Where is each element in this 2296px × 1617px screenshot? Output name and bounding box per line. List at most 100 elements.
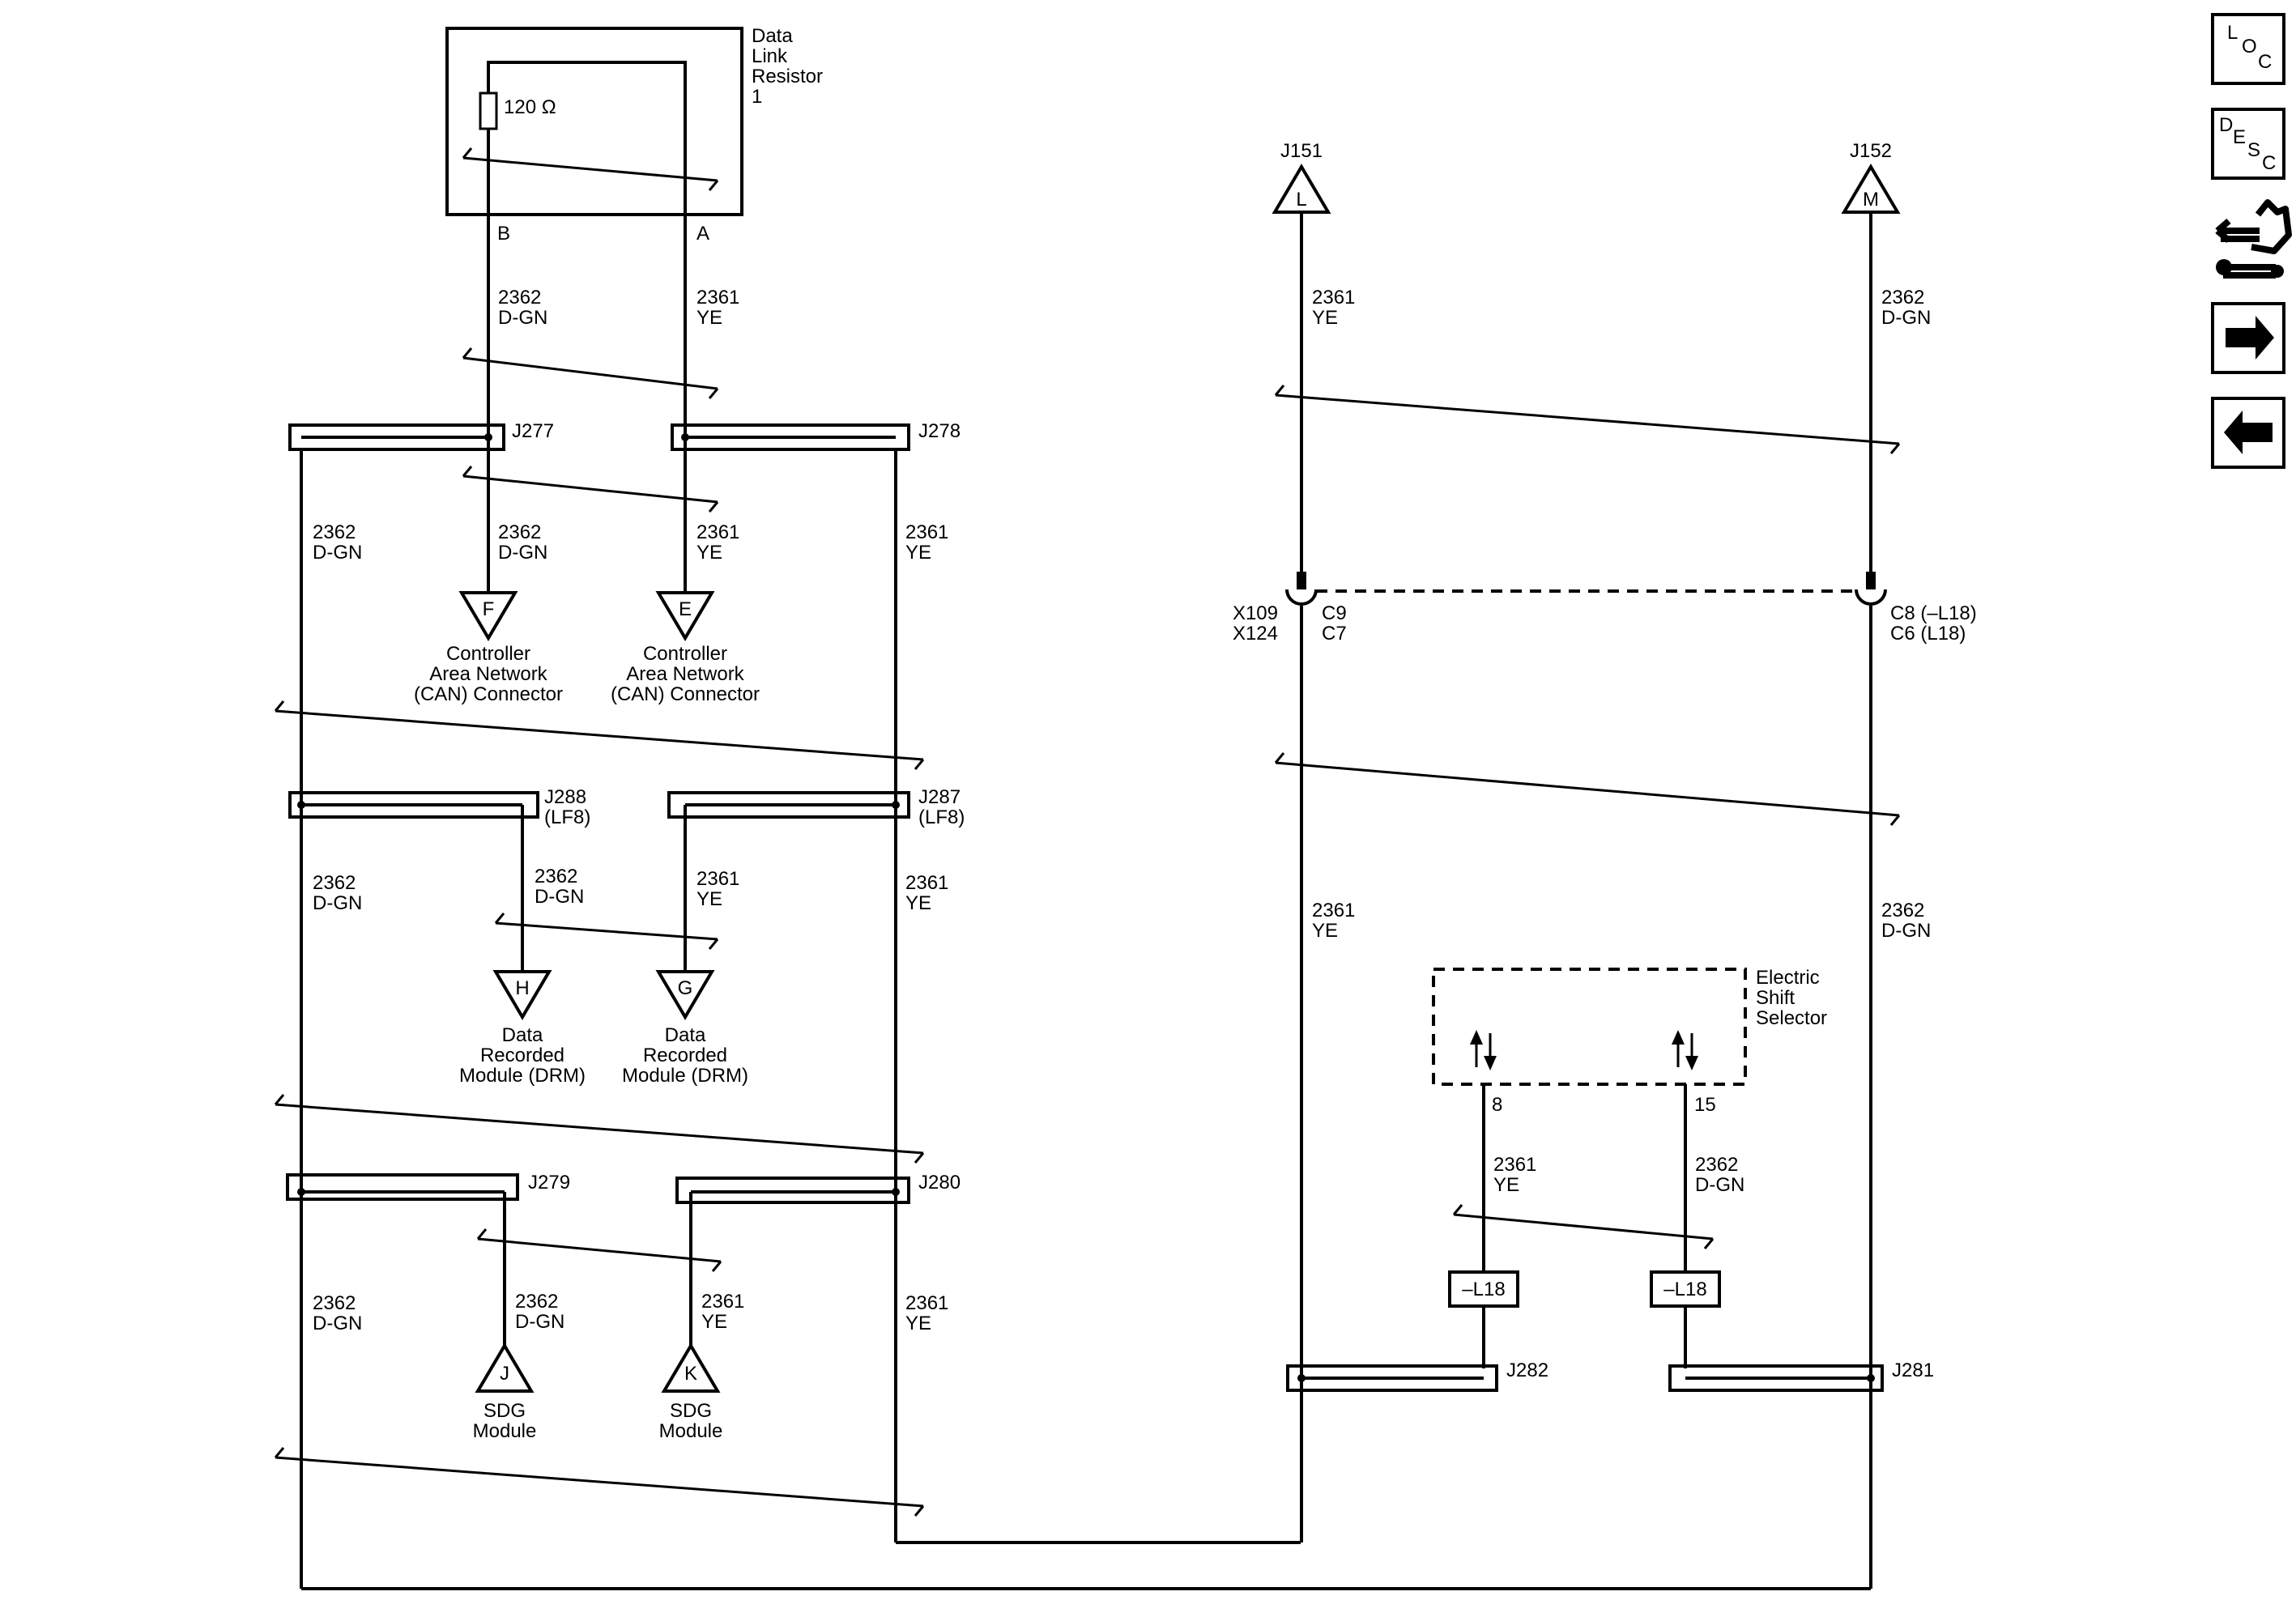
wire-label: 2362: [313, 521, 356, 543]
break-line: [462, 356, 718, 390]
description-button[interactable]: D E S C: [2211, 108, 2285, 180]
connector-label: SDG: [670, 1400, 712, 1422]
resistor-internal-loop: [487, 61, 687, 215]
break-line: [275, 1103, 924, 1155]
connector-label: SDG: [483, 1400, 526, 1422]
bidirectional-arrow-icon: [1672, 1030, 1698, 1070]
connector-label: Recorded: [480, 1045, 564, 1066]
splice-label: J277: [512, 420, 554, 442]
selector-pin: 8: [1492, 1094, 1502, 1116]
wire-color: D-GN: [515, 1311, 564, 1333]
connector-letter: M: [1863, 189, 1879, 211]
break-line: [1453, 1213, 1714, 1240]
wire-label: 2361: [696, 287, 739, 309]
desc-letter: E: [2233, 126, 2246, 148]
connector-pin: C6 (L18): [1890, 623, 1966, 645]
connector-label: Area Network: [626, 663, 744, 685]
option-tag-label: –L18: [1663, 1279, 1706, 1300]
connector-label: Controller: [446, 643, 530, 665]
wire-color: D-GN: [313, 542, 362, 564]
connector-pin: C9: [1322, 602, 1347, 624]
loc-letter: C: [2258, 51, 2272, 73]
connector-label: Data: [502, 1024, 543, 1046]
selector-title: Shift: [1756, 987, 1795, 1009]
connector-e-icon: [655, 591, 715, 641]
splice-j288: [288, 791, 539, 819]
splice-label: J280: [918, 1172, 961, 1194]
wire-color: D-GN: [498, 307, 547, 329]
wire-label: 2362: [313, 872, 356, 894]
connector-label: (CAN) Connector: [414, 683, 563, 705]
connector-letter: G: [678, 977, 693, 999]
option-tag: [1650, 1270, 1721, 1308]
splice-j287: [667, 791, 910, 819]
previous-arrow-icon[interactable]: [2211, 397, 2285, 469]
wire-color: YE: [905, 542, 931, 564]
resistor-title-2: Link: [752, 45, 788, 67]
wire-color: YE: [696, 542, 722, 564]
desc-letter: S: [2247, 139, 2260, 161]
resistor-box: [445, 27, 743, 216]
connector-pin: C7: [1322, 623, 1347, 645]
wire-color: D-GN: [313, 892, 362, 914]
wire-color: D-GN: [1881, 307, 1931, 329]
resistor-value: 120 Ω: [504, 96, 556, 118]
splice-j277: [288, 423, 505, 451]
connector-letter: F: [483, 598, 495, 620]
selector-pin: 15: [1694, 1094, 1716, 1116]
connector-label: Controller: [643, 643, 727, 665]
wire-label: 2362: [498, 287, 541, 309]
connector-letter: L: [1296, 189, 1306, 211]
break-line: [275, 1456, 924, 1508]
splice-j281: [1668, 1364, 1884, 1392]
wire-label: 2361: [1493, 1154, 1536, 1176]
location-button[interactable]: L O C: [2211, 13, 2285, 85]
wire-color: D-GN: [313, 1313, 362, 1334]
connector-label: Data: [665, 1024, 706, 1046]
wire-label: 2361: [905, 872, 948, 894]
next-arrow-icon[interactable]: [2211, 302, 2285, 374]
wire-color: D-GN: [1881, 920, 1931, 942]
right-harness: J151 L J152 M 2361 YE 2362 D-GN X109 X12…: [1233, 140, 1977, 1589]
wire-color: D-GN: [535, 886, 584, 908]
wire-label: 2361: [701, 1291, 744, 1313]
break-line: [462, 156, 718, 182]
resistor-title-4: 1: [752, 86, 762, 108]
connector-letter: E: [679, 598, 692, 620]
desc-letter: C: [2262, 152, 2276, 174]
splice-j280: [675, 1177, 910, 1204]
option-tag-label: –L18: [1462, 1279, 1505, 1300]
connector-name: X124: [1233, 623, 1278, 645]
splice-label: J279: [528, 1172, 570, 1194]
connector-f-icon: [458, 591, 518, 641]
wire-color: YE: [1312, 920, 1338, 942]
connector-letter: J: [500, 1363, 509, 1385]
splice-j279: [286, 1173, 519, 1201]
resistor-pin-b: B: [497, 223, 510, 245]
wire-label: 2362: [515, 1291, 558, 1313]
wiring-harness-icon[interactable]: [2215, 199, 2292, 279]
wire-color: D-GN: [1695, 1174, 1744, 1196]
connector-letter: H: [515, 977, 529, 999]
electric-shift-selector: [1432, 968, 1747, 1086]
wire-label: 2362: [1881, 900, 1924, 921]
wire-label: 2361: [696, 868, 739, 890]
wire-color: YE: [696, 888, 722, 910]
connector-label: Module (DRM): [622, 1065, 748, 1087]
break-line: [495, 921, 718, 941]
connector-j-icon: [475, 1343, 535, 1393]
wire-label: 2361: [696, 521, 739, 543]
splice-label: J282: [1506, 1360, 1548, 1381]
resistor-title-3: Resistor: [752, 66, 823, 87]
wire-color: YE: [905, 1313, 931, 1334]
bidirectional-arrow-icon: [1470, 1030, 1497, 1070]
wire-color: YE: [701, 1311, 727, 1333]
break-line: [1275, 394, 1900, 445]
break-line: [462, 474, 718, 504]
wire-label: 2361: [905, 521, 948, 543]
break-line: [275, 709, 924, 761]
wire-label: 2362: [313, 1292, 356, 1314]
connector-ref: J152: [1850, 140, 1892, 162]
connector-ref: J151: [1280, 140, 1323, 162]
data-link-resistor: 120 Ω Data Link Resistor 1 B A: [445, 25, 823, 245]
